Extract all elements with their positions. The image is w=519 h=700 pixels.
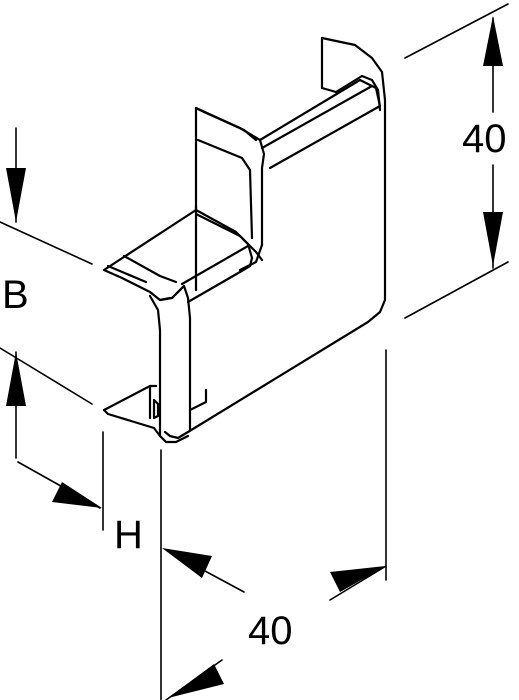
arrowheads — [6, 16, 503, 698]
bottom-lip-top — [102, 384, 158, 412]
arrow-height-up — [483, 16, 503, 66]
back-panel-inner-edge — [320, 36, 338, 94]
front-face-cap — [158, 284, 186, 302]
top-return-inner — [196, 138, 254, 240]
arrow-height-down — [483, 212, 503, 266]
top-return — [194, 106, 266, 247]
arrow-w-left — [168, 664, 224, 698]
label-width-40: 40 — [248, 609, 293, 653]
bottom-inner-line — [188, 388, 208, 412]
arrow-w-right — [330, 566, 386, 592]
arrow-h-left — [52, 482, 102, 508]
back-panel — [163, 36, 387, 440]
channel-floor-edge — [106, 264, 148, 284]
ext-line-top — [404, 3, 509, 59]
front-face-inner — [180, 244, 250, 286]
top-return-cap — [194, 106, 258, 142]
bottom-lip — [102, 408, 162, 438]
inner-bend-outer — [238, 243, 264, 272]
inner-bend — [186, 208, 254, 304]
bottom-clip — [152, 398, 160, 420]
flat-angle-fitting — [102, 36, 387, 444]
top-face — [258, 78, 382, 170]
dimension-lines — [0, 3, 509, 700]
arrow-b-up — [6, 352, 26, 406]
arrow-h-right — [162, 548, 212, 578]
front-face — [148, 294, 190, 444]
ext-line-bottom — [404, 261, 509, 319]
label-b: B — [2, 273, 29, 317]
front-face-right — [170, 284, 192, 432]
dim-line-w-right — [329, 565, 387, 601]
ext-line-b-top — [0, 221, 93, 265]
label-height-40: 40 — [462, 117, 507, 161]
top-face-edge — [260, 84, 374, 150]
arrow-b-down — [6, 168, 26, 222]
label-h: H — [114, 513, 143, 557]
channel-floor-inner — [122, 254, 178, 284]
